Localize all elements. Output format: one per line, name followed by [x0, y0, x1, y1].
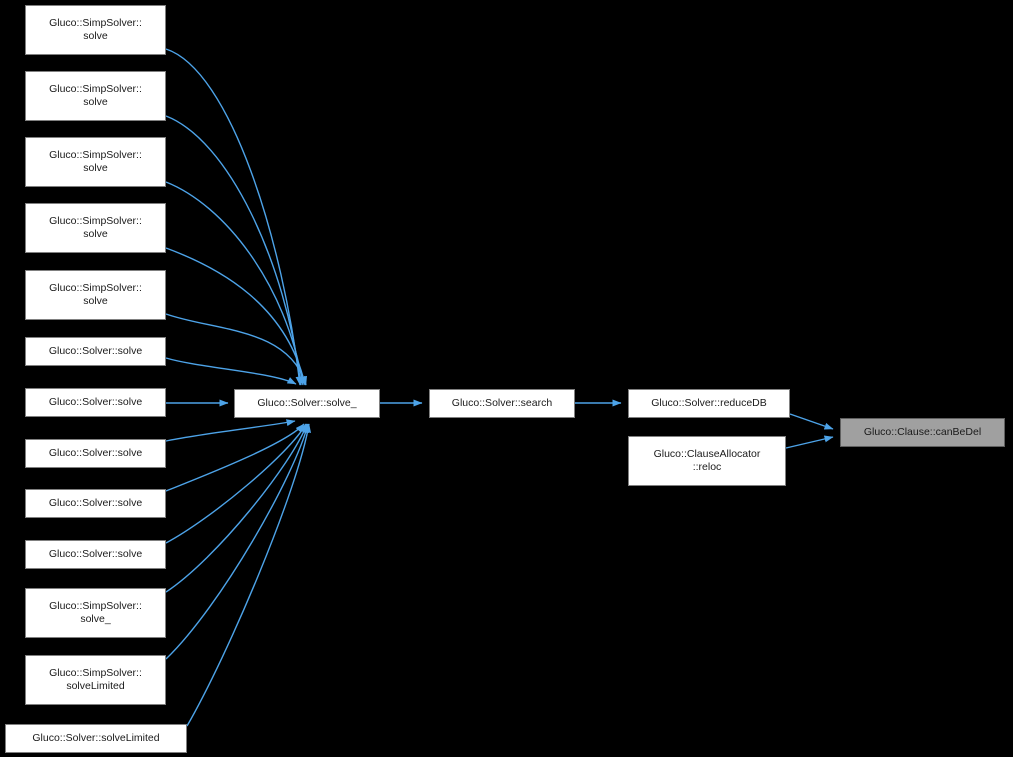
graph-node[interactable]: Gluco::Solver::solve	[25, 489, 166, 518]
call-edge	[165, 423, 310, 660]
call-edge	[165, 357, 297, 385]
call-edge	[165, 247, 307, 386]
call-edge	[165, 313, 307, 386]
call-edge	[165, 423, 307, 544]
graph-node[interactable]: Gluco::SimpSolver:: solve	[25, 270, 166, 320]
graph-node[interactable]: Gluco::SimpSolver:: solve	[25, 203, 166, 253]
graph-node-label: Gluco::Clause::canBeDel	[863, 426, 982, 438]
graph-node[interactable]: Gluco::Solver::solveLimited	[5, 724, 187, 753]
graph-node[interactable]: Gluco::Solver::reduceDB	[628, 389, 790, 418]
graph-node-label: Gluco::Solver::solveLimited	[32, 732, 160, 744]
call-edge	[165, 115, 304, 386]
graph-node-label: Gluco::ClauseAllocator ::reloc	[653, 448, 761, 473]
graph-node[interactable]: Gluco::SimpSolver:: solve	[25, 71, 166, 121]
graph-node[interactable]: Gluco::Solver::solve	[25, 388, 166, 417]
graph-node[interactable]: Gluco::SimpSolver:: solve	[25, 137, 166, 187]
graph-node[interactable]: Gluco::Solver::solve	[25, 337, 166, 366]
graph-node-label: Gluco::SimpSolver:: solve	[49, 215, 142, 240]
graph-node[interactable]: Gluco::Clause::canBeDel	[840, 418, 1005, 447]
call-edge	[186, 423, 312, 727]
graph-node-label: Gluco::Solver::solve	[48, 345, 143, 357]
graph-node-label: Gluco::SimpSolver:: solve	[49, 149, 142, 174]
graph-node[interactable]: Gluco::SimpSolver:: solve_	[25, 588, 166, 638]
graph-node-label: Gluco::SimpSolver:: solveLimited	[49, 667, 142, 692]
graph-node[interactable]: Gluco::Solver::solve	[25, 540, 166, 569]
graph-node[interactable]: Gluco::Solver::solve_	[234, 389, 380, 418]
graph-node-label: Gluco::Solver::solve	[48, 548, 143, 560]
graph-node-label: Gluco::Solver::solve	[48, 497, 143, 509]
graph-node[interactable]: Gluco::ClauseAllocator ::reloc	[628, 436, 786, 486]
graph-node-label: Gluco::Solver::solve_	[257, 397, 357, 409]
graph-node-label: Gluco::SimpSolver:: solve	[49, 282, 142, 307]
call-edge	[165, 423, 308, 593]
graph-node-label: Gluco::SimpSolver:: solve	[49, 83, 142, 108]
call-edge	[165, 48, 303, 386]
graph-node[interactable]: Gluco::SimpSolver:: solve	[25, 5, 166, 55]
graph-node-label: Gluco::Solver::solve	[48, 396, 143, 408]
graph-node[interactable]: Gluco::Solver::solve	[25, 439, 166, 468]
graph-node-label: Gluco::SimpSolver:: solve_	[49, 600, 142, 625]
call-edge	[785, 435, 834, 449]
graph-node-label: Gluco::Solver::search	[451, 397, 553, 409]
graph-node[interactable]: Gluco::SimpSolver:: solveLimited	[25, 655, 166, 705]
call-edge	[165, 423, 305, 492]
call-edge	[165, 181, 306, 386]
call-edge	[789, 413, 834, 430]
graph-node[interactable]: Gluco::Solver::search	[429, 389, 575, 418]
call-edge	[165, 419, 296, 442]
graph-node-label: Gluco::Solver::solve	[48, 447, 143, 459]
graph-node-label: Gluco::Solver::reduceDB	[651, 397, 767, 409]
graph-node-label: Gluco::SimpSolver:: solve	[49, 17, 142, 42]
